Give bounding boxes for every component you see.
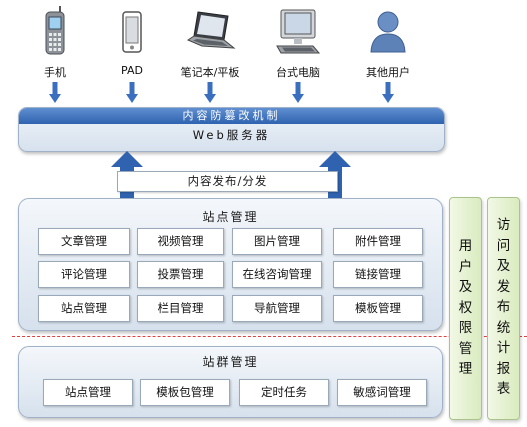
group-module-sensitive-words: 敏感词管理 <box>337 379 427 406</box>
down-arrow-icon <box>292 82 304 103</box>
module-navigation: 导航管理 <box>232 295 322 322</box>
device-label: PAD <box>121 64 143 77</box>
user-permission-label: 用 户 及 权 限 管 理 <box>458 238 473 377</box>
device-label: 手机 <box>44 66 66 79</box>
user-permission-column: 用 户 及 权 限 管 理 <box>449 197 482 420</box>
site-group-management-title: 站群管理 <box>202 355 259 369</box>
tamper-protection-strip: 内容防篡改机制 <box>19 108 444 124</box>
module-link: 链接管理 <box>333 261 423 288</box>
module-video: 视频管理 <box>137 228 224 255</box>
desktop-computer-icon <box>276 9 321 54</box>
group-module-site: 站点管理 <box>43 379 133 406</box>
group-module-scheduled-task: 定时任务 <box>239 379 329 406</box>
module-comment: 评论管理 <box>38 261 130 288</box>
tablet-icon <box>122 11 142 53</box>
device-pad: PAD <box>97 4 167 103</box>
down-arrow-icon <box>126 82 138 103</box>
down-arrow-icon <box>49 82 61 103</box>
access-statistics-column: 访 问 及 发 布 统 计 报 表 <box>487 197 520 420</box>
group-module-template-package: 模板包管理 <box>140 379 230 406</box>
device-laptop: 笔记本/平板 <box>175 4 245 103</box>
content-publish-bar: 内容发布/分发 <box>117 171 338 192</box>
down-arrow-icon <box>382 82 394 103</box>
module-site: 站点管理 <box>38 295 130 322</box>
module-image: 图片管理 <box>232 228 322 255</box>
site-management-title: 站点管理 <box>202 210 259 224</box>
mobile-phone-icon <box>45 6 65 55</box>
module-attachment: 附件管理 <box>333 228 423 255</box>
down-arrow-icon <box>204 82 216 103</box>
device-label: 台式电脑 <box>276 66 320 79</box>
device-other-user: 其他用户 <box>353 4 423 103</box>
module-vote: 投票管理 <box>137 261 224 288</box>
dashed-separator <box>12 336 527 337</box>
access-statistics-label: 访 问 及 发 布 统 计 报 表 <box>496 217 511 397</box>
device-label: 其他用户 <box>366 66 410 79</box>
module-column: 栏目管理 <box>137 295 224 322</box>
web-server-band: 内容防篡改机制 Web服务器 <box>18 107 445 152</box>
module-consult: 在线咨询管理 <box>232 261 322 288</box>
user-icon <box>370 11 406 53</box>
laptop-icon <box>186 11 236 49</box>
module-article: 文章管理 <box>38 228 130 255</box>
web-server-label: Web服务器 <box>192 128 271 142</box>
device-mobile: 手机 <box>20 4 90 103</box>
device-label: 笔记本/平板 <box>180 66 240 79</box>
device-desktop: 台式电脑 <box>263 4 333 103</box>
module-template: 模板管理 <box>333 295 423 322</box>
